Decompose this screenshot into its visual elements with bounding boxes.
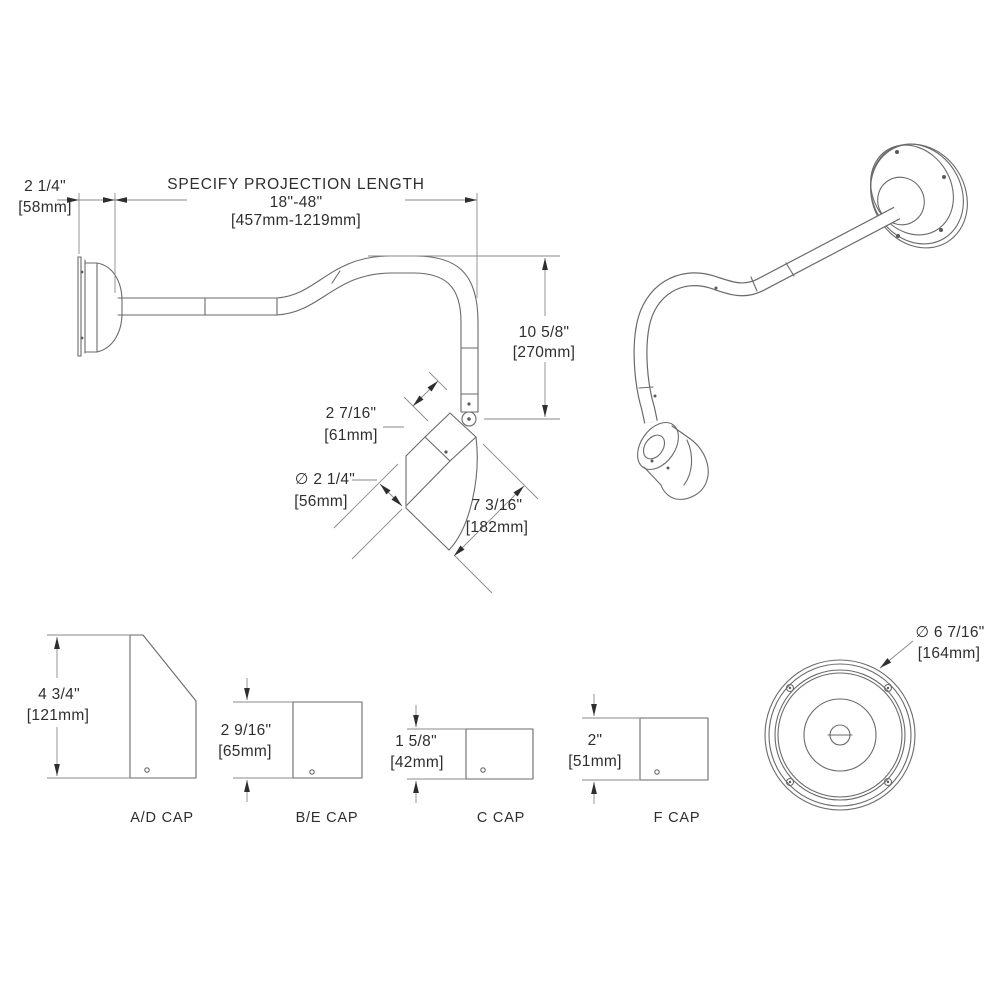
plate-diameter-in: ∅ 6 7/16" bbox=[915, 624, 984, 641]
projection-title: SPECIFY PROJECTION LENGTH bbox=[167, 176, 424, 193]
iso-gooseneck-tube bbox=[633, 206, 901, 424]
cap-c-dim-in: 1 5/8" bbox=[395, 733, 437, 750]
cap-ad-dim-mm: [121mm] bbox=[27, 707, 89, 724]
plate-diameter-mm: [164mm] bbox=[918, 645, 980, 662]
backplate-depth-in: 2 1/4" bbox=[24, 178, 66, 195]
shade-length-in: 7 3/16" bbox=[472, 497, 523, 514]
iso-shade-head bbox=[637, 422, 709, 500]
cap-f-label: F CAP bbox=[654, 810, 701, 826]
backplate-front-view: ∅ 6 7/16" [164mm] bbox=[764, 624, 984, 811]
dim-shade-diameter: ∅ 2 1/4" [56mm] bbox=[294, 463, 403, 560]
shade-pivot bbox=[461, 411, 477, 427]
dim-drop-height: 10 5/8" [270mm] bbox=[368, 255, 575, 420]
cap-be-dim-in: 2 9/16" bbox=[221, 722, 272, 739]
cap-be-dim-mm: [65mm] bbox=[218, 743, 271, 760]
drop-height-mm: [270mm] bbox=[513, 344, 575, 361]
gooseneck-arm bbox=[117, 255, 479, 413]
cap-c-label: C CAP bbox=[477, 810, 525, 826]
cap-c-dim-mm: [42mm] bbox=[390, 754, 443, 771]
mounting-screws bbox=[785, 683, 893, 787]
cap-ad: 4 3/4" [121mm] A/D CAP bbox=[27, 634, 197, 826]
projection-range-in: 18"-48" bbox=[270, 194, 323, 211]
cap-be-label: B/E CAP bbox=[296, 810, 359, 826]
cap-ad-dim-in: 4 3/4" bbox=[38, 686, 80, 703]
wall-plate-side bbox=[77, 256, 86, 357]
shade-length-mm: [182mm] bbox=[466, 519, 528, 536]
shade-cap-in: 2 7/16" bbox=[326, 405, 377, 422]
cap-f: 2" [51mm] F CAP bbox=[568, 694, 709, 826]
dim-shade-length: 7 3/16" [182mm] bbox=[453, 443, 539, 594]
cap-f-dim-in: 2" bbox=[588, 732, 603, 749]
shade-diameter-mm: [56mm] bbox=[294, 493, 347, 510]
cap-c: 1 5/8" [42mm] C CAP bbox=[390, 705, 534, 826]
projection-range-mm: [457mm-1219mm] bbox=[231, 212, 361, 229]
isometric-view bbox=[633, 143, 968, 500]
cap-f-dim-mm: [51mm] bbox=[568, 753, 621, 770]
dim-projection-length: SPECIFY PROJECTION LENGTH 18"-48" [457mm… bbox=[18, 176, 478, 298]
cap-ad-label: A/D CAP bbox=[130, 810, 194, 826]
side-view-drawing bbox=[77, 255, 479, 551]
drop-height-in: 10 5/8" bbox=[519, 324, 570, 341]
shade-diameter-in: ∅ 2 1/4" bbox=[295, 471, 355, 488]
shade-cap-mm: [61mm] bbox=[324, 427, 377, 444]
dim-shade-cap: 2 7/16" [61mm] bbox=[324, 371, 448, 444]
mount-dome bbox=[84, 262, 123, 353]
iso-wall-dome bbox=[870, 143, 968, 249]
backplate-depth-mm: [58mm] bbox=[18, 199, 71, 216]
cap-be: 2 9/16" [65mm] B/E CAP bbox=[218, 678, 363, 826]
